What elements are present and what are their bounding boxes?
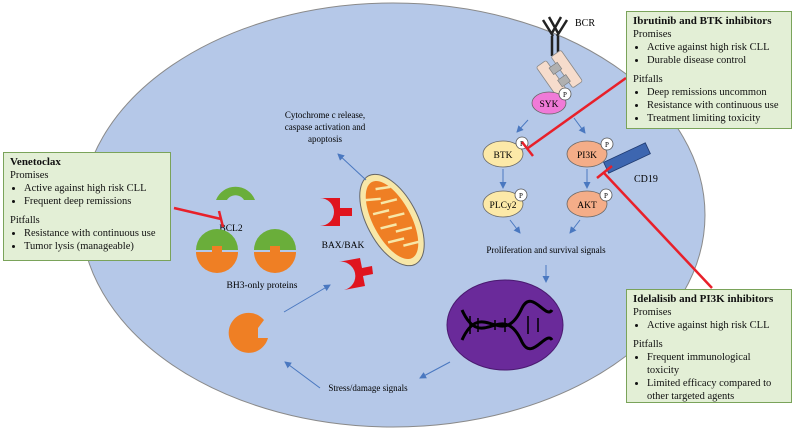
- idelalisib-pitfalls-list: Frequent immunological toxicity Limited …: [633, 351, 785, 403]
- plcy2-node: [482, 190, 524, 218]
- akt-label: AKT: [577, 201, 597, 211]
- venetoclax-box: Venetoclax Promises Active against high …: [3, 152, 171, 261]
- bcl2-bh3-complex-left: [196, 229, 238, 273]
- syk-node: [531, 91, 567, 115]
- list-item: Resistance with continuous use: [24, 227, 164, 240]
- akt-node: [566, 190, 608, 218]
- bcl2-bh3-complex-right: [254, 229, 296, 273]
- venetoclax-promises-label: Promises: [10, 170, 49, 181]
- pi3k-phospho: [600, 137, 614, 151]
- cytochrome-label-2: caspase activation and: [285, 122, 366, 132]
- idelalisib-promises-label: Promises: [633, 307, 672, 318]
- idelalisib-pitfalls-label: Pitfalls: [633, 339, 663, 350]
- venetoclax-promises-list: Active against high risk CLL Frequent de…: [10, 182, 164, 208]
- ibrutinib-promises-list: Active against high risk CLL Durable dis…: [633, 41, 785, 67]
- arrow-akt-prolif: [569, 219, 581, 234]
- bh3-protein-free: [228, 312, 268, 353]
- ibrutinib-pitfalls-label: Pitfalls: [633, 74, 663, 85]
- list-item: Active against high risk CLL: [647, 319, 785, 332]
- pi3k-phospho-label: P: [605, 141, 609, 149]
- ibrutinib-title: Ibrutinib and BTK inhibitors: [633, 15, 772, 27]
- akt-phospho: [599, 188, 613, 202]
- idelalisib-inhibitor-line: [596, 165, 713, 289]
- list-item: Tumor lysis (manageable): [24, 240, 164, 253]
- idelalisib-title: Idelalisib and PI3K inhibitors: [633, 293, 774, 305]
- idelalisib-box: Idelalisib and PI3K inhibitors Promises …: [626, 289, 792, 403]
- venetoclax-pitfalls-list: Resistance with continuous use Tumor lys…: [10, 227, 164, 253]
- arrow-nucleus-stress: [419, 361, 451, 379]
- cytochrome-label-1: Cytochrome c release,: [285, 110, 365, 120]
- mitochondrion: [359, 173, 425, 267]
- arrow-mito-cytochrome: [337, 153, 367, 181]
- bax-bak-label: BAX/BAK: [322, 241, 365, 251]
- list-item: Frequent immunological toxicity: [647, 351, 785, 377]
- pi3k-label: PI3K: [577, 151, 597, 161]
- list-item: Limited efficacy compared to other targe…: [647, 377, 785, 403]
- bax-bak-protein-2: [338, 258, 373, 290]
- list-item: Resistance with continuous use: [647, 99, 785, 112]
- btk-node: [482, 140, 524, 168]
- cd19-label: CD19: [634, 174, 658, 185]
- btk-label: BTK: [494, 151, 513, 161]
- list-item: Durable disease control: [647, 54, 785, 67]
- bcl2-protein: [216, 186, 255, 200]
- venetoclax-title: Venetoclax: [10, 156, 61, 168]
- plcy2-label: PLCy2: [490, 201, 517, 211]
- plcy2-phospho-label: P: [519, 192, 523, 200]
- stress-label: Stress/damage signals: [328, 383, 408, 393]
- list-item: Active against high risk CLL: [24, 182, 164, 195]
- bh3-label: BH3-only proteins: [227, 281, 298, 291]
- proliferation-label: Proliferation and survival signals: [486, 245, 606, 255]
- cd19-receptor: [603, 142, 651, 174]
- dna-rungs: [469, 316, 539, 334]
- bax-bak-protein-1: [320, 198, 352, 226]
- plcy2-phospho: [514, 188, 528, 202]
- syk-label: SYK: [539, 100, 558, 110]
- arrow-syk-btk: [516, 119, 529, 133]
- arrow-stress-bh3: [284, 361, 321, 389]
- pi3k-node: [566, 140, 608, 168]
- list-item: Frequent deep remissions: [24, 195, 164, 208]
- akt-phospho-label: P: [604, 192, 608, 200]
- venetoclax-pitfalls-label: Pitfalls: [10, 215, 40, 226]
- cytochrome-label-3: apoptosis: [308, 134, 342, 144]
- syk-phospho: [558, 87, 572, 101]
- bcr-label: BCR: [575, 18, 595, 29]
- syk-phospho-label: P: [563, 91, 567, 99]
- ibrutinib-box: Ibrutinib and BTK inhibitors Promises Ac…: [626, 11, 792, 129]
- arrow-bh3-baxbak: [283, 284, 331, 313]
- arrow-syk-pi3k: [573, 117, 586, 134]
- arrow-plcy2-prolif: [509, 219, 521, 234]
- venetoclax-inhibitor-line: [173, 206, 225, 228]
- ibrutinib-inhibitor-line: [521, 76, 627, 157]
- ibrutinib-promises-label: Promises: [633, 29, 672, 40]
- bcl2-label: BCL2: [219, 224, 242, 234]
- list-item: Active against high risk CLL: [647, 41, 785, 54]
- ibrutinib-pitfalls-list: Deep remissions uncommon Resistance with…: [633, 86, 785, 125]
- list-item: Treatment limiting toxicity: [647, 112, 785, 125]
- list-item: Deep remissions uncommon: [647, 86, 785, 99]
- idelalisib-promises-list: Active against high risk CLL: [633, 319, 785, 332]
